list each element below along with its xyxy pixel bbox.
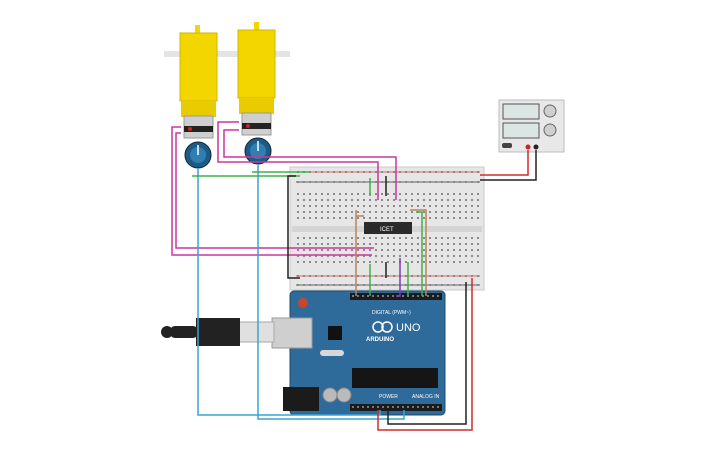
wire-magenta-3 [217, 121, 379, 200]
potentiometer-1[interactable] [184, 141, 212, 169]
ic-chip[interactable]: ICET [364, 222, 412, 234]
wire-magenta-2 [175, 132, 374, 249]
arduino-model: UNO [396, 322, 421, 334]
digital-label: DIGITAL (PWM~) [372, 310, 411, 316]
arduino-brand: ARDUINO [366, 337, 394, 343]
potentiometer-2[interactable] [244, 137, 272, 165]
wire-blue-2 [257, 164, 405, 420]
power-label: POWER [379, 394, 398, 400]
analog-label: ANALOG IN [412, 394, 440, 400]
wire-red-2 [377, 278, 473, 431]
ic-label: ICET [380, 227, 394, 233]
wire-red-1 [480, 150, 529, 176]
wire-brown-2 [410, 209, 427, 296]
wire-black-1 [287, 175, 300, 279]
dc-motor-1[interactable] [164, 25, 232, 139]
wire-green-4 [416, 211, 423, 296]
wire-purple-1 [396, 258, 401, 297]
breadboard-holes [297, 171, 479, 286]
power-supply[interactable] [498, 99, 565, 153]
arduino-uno[interactable]: ARDUINO UNO DIGITAL (PWM~) POWER ANALOG … [271, 290, 446, 416]
wire-black-4 [480, 150, 537, 181]
wires [171, 121, 537, 431]
usb-cable[interactable] [161, 318, 275, 346]
wire-brown-1 [355, 210, 364, 296]
wire-magenta-4 [223, 129, 397, 200]
wire-blue-1 [197, 168, 381, 416]
wire-black-5 [387, 282, 467, 425]
wire-magenta-1 [171, 126, 372, 256]
dc-motor-2[interactable] [222, 22, 290, 136]
